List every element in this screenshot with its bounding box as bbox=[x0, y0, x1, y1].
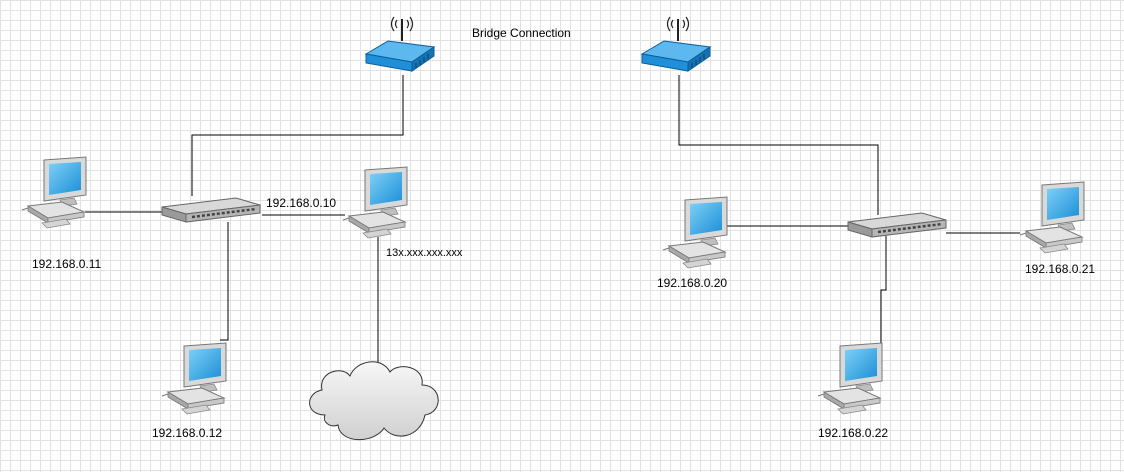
diagram-title: Bridge Connection bbox=[472, 26, 571, 40]
wireless-router-right-icon bbox=[641, 16, 711, 72]
link-switch-router-left bbox=[191, 75, 404, 196]
ip-label-pc11: 192.168.0.11 bbox=[32, 257, 102, 271]
link-switch-pc22 bbox=[880, 236, 887, 345]
desktop-computer-20-icon bbox=[662, 196, 728, 269]
desktop-computer-10-icon bbox=[342, 166, 408, 239]
ip-label-pc10: 192.168.0.10 bbox=[266, 196, 337, 210]
link-switch-pc12 bbox=[220, 222, 229, 341]
ip-label-pc20: 192.168.0.20 bbox=[657, 276, 728, 290]
internet-cloud-icon bbox=[309, 361, 439, 441]
desktop-computer-21-icon bbox=[1019, 181, 1085, 254]
ip-label-pc21: 192.168.0.21 bbox=[1025, 262, 1096, 276]
ip-label-pc22: 192.168.0.22 bbox=[818, 426, 889, 440]
desktop-computer-11-icon bbox=[21, 156, 87, 229]
network-switch-left-icon bbox=[160, 196, 262, 224]
network-switch-right-icon bbox=[846, 211, 948, 239]
public-ip-label: 13x.xxx.xxx.xxx bbox=[386, 247, 463, 259]
ip-label-pc12: 192.168.0.12 bbox=[152, 426, 223, 440]
desktop-computer-22-icon bbox=[817, 342, 883, 415]
wireless-router-left-icon bbox=[365, 16, 435, 72]
desktop-computer-12-icon bbox=[161, 342, 227, 415]
link-switch-router-right bbox=[678, 75, 879, 215]
